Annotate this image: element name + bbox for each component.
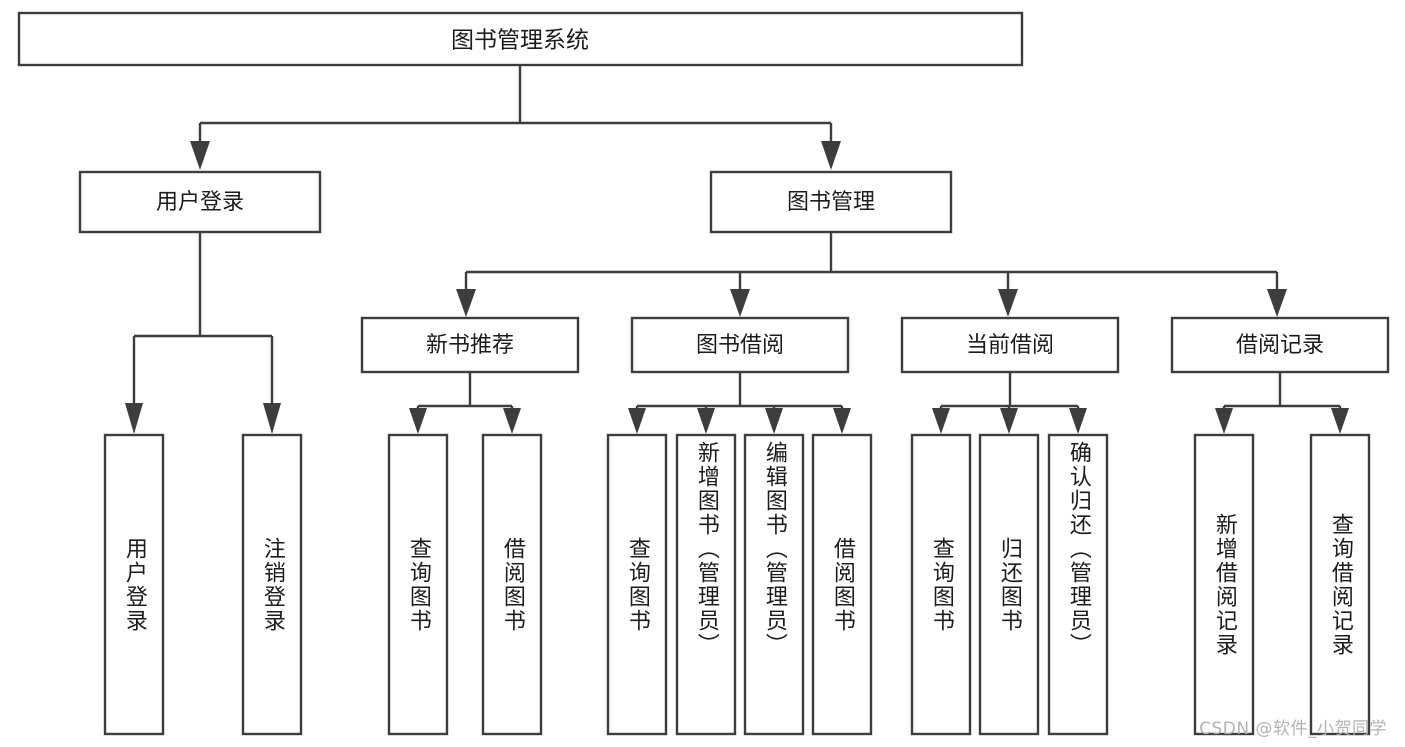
user-login-label: 用户登录 xyxy=(156,190,244,215)
leaf-box xyxy=(1047,433,1109,736)
borrow-record-label: 借阅记录 xyxy=(1236,333,1324,358)
arrow-user-login-leaf-2 xyxy=(263,403,281,434)
leaf-box xyxy=(1193,433,1255,736)
book-borrow-box xyxy=(630,316,850,374)
watermark: CSDN @软件_小贺同学 xyxy=(1199,719,1387,739)
arrow-bb-leaf-1 xyxy=(628,408,646,434)
leaf-user-login-2[interactable] xyxy=(241,433,303,736)
arrow-user-login-leaf-1 xyxy=(125,403,143,434)
current-borrow-label: 当前借阅 xyxy=(966,333,1054,358)
node-book-manage[interactable]: 图书管理 xyxy=(709,170,953,234)
leaf-user-login-1[interactable] xyxy=(103,433,165,736)
current-borrow-box xyxy=(900,316,1120,374)
leaf-book-borrow-3[interactable] xyxy=(743,433,805,736)
leaf-current-borrow-2[interactable] xyxy=(978,433,1040,736)
arrow-br-leaf-1 xyxy=(1215,408,1233,434)
arrow-bb-leaf-4 xyxy=(833,408,851,434)
node-borrow-record[interactable]: 借阅记录 xyxy=(1170,316,1390,374)
borrow-record-box xyxy=(1170,316,1390,374)
arrow-root-to-user-login xyxy=(190,141,210,170)
leaf-current-borrow-3[interactable] xyxy=(1047,433,1109,736)
arrow-bm-to-borrow-record xyxy=(1267,289,1287,317)
leaf-box xyxy=(241,433,303,736)
arrow-bb-leaf-3 xyxy=(765,408,783,434)
leaf-box xyxy=(743,433,805,736)
arrow-cb-leaf-1 xyxy=(932,408,950,434)
leaf-book-borrow-2[interactable] xyxy=(675,433,737,736)
leaf-borrow-record-1[interactable] xyxy=(1193,433,1255,736)
leaf-box xyxy=(675,433,737,736)
leaf-box xyxy=(387,433,449,736)
arrow-bm-to-book-borrow xyxy=(730,289,750,317)
book-borrow-label: 图书借阅 xyxy=(696,333,784,358)
leaf-box xyxy=(481,433,543,736)
leaf-book-borrow-1[interactable] xyxy=(606,433,668,736)
arrow-bm-to-current-borrow xyxy=(998,289,1018,317)
arrow-root-to-book-manage xyxy=(821,141,841,170)
arrow-cb-leaf-2 xyxy=(1000,408,1018,434)
leaf-box xyxy=(910,433,972,736)
node-current-borrow[interactable]: 当前借阅 xyxy=(900,316,1120,374)
book-manage-label: 图书管理 xyxy=(787,190,875,215)
new-book-recommend-label: 新书推荐 xyxy=(426,333,514,358)
leaf-new-book-recommend-2[interactable] xyxy=(481,433,543,736)
node-new-book-recommend[interactable]: 新书推荐 xyxy=(360,316,580,374)
leaf-box xyxy=(606,433,668,736)
arrow-bb-leaf-2 xyxy=(697,408,715,434)
leaf-book-borrow-4[interactable] xyxy=(811,433,873,736)
arrow-bm-to-new-book xyxy=(456,289,476,317)
leaf-box xyxy=(811,433,873,736)
leaf-borrow-record-2[interactable] xyxy=(1309,433,1371,736)
arrow-br-leaf-2 xyxy=(1331,408,1349,434)
leaf-box xyxy=(103,433,165,736)
node-root[interactable]: 图书管理系统 xyxy=(17,11,1024,67)
node-book-borrow[interactable]: 图书借阅 xyxy=(630,316,850,374)
arrow-nbr-leaf-2 xyxy=(503,408,521,434)
leaf-current-borrow-1[interactable] xyxy=(910,433,972,736)
book-manage-box xyxy=(709,170,953,234)
leaf-new-book-recommend-1[interactable] xyxy=(387,433,449,736)
arrow-cb-leaf-3 xyxy=(1069,408,1087,434)
arrow-nbr-leaf-1 xyxy=(409,408,427,434)
leaf-box xyxy=(978,433,1040,736)
new-book-recommend-box xyxy=(360,316,580,374)
root-label: 图书管理系统 xyxy=(451,28,589,54)
node-user-login[interactable]: 用户登录 xyxy=(78,170,322,234)
leaf-box xyxy=(1309,433,1371,736)
root-box xyxy=(17,11,1024,67)
